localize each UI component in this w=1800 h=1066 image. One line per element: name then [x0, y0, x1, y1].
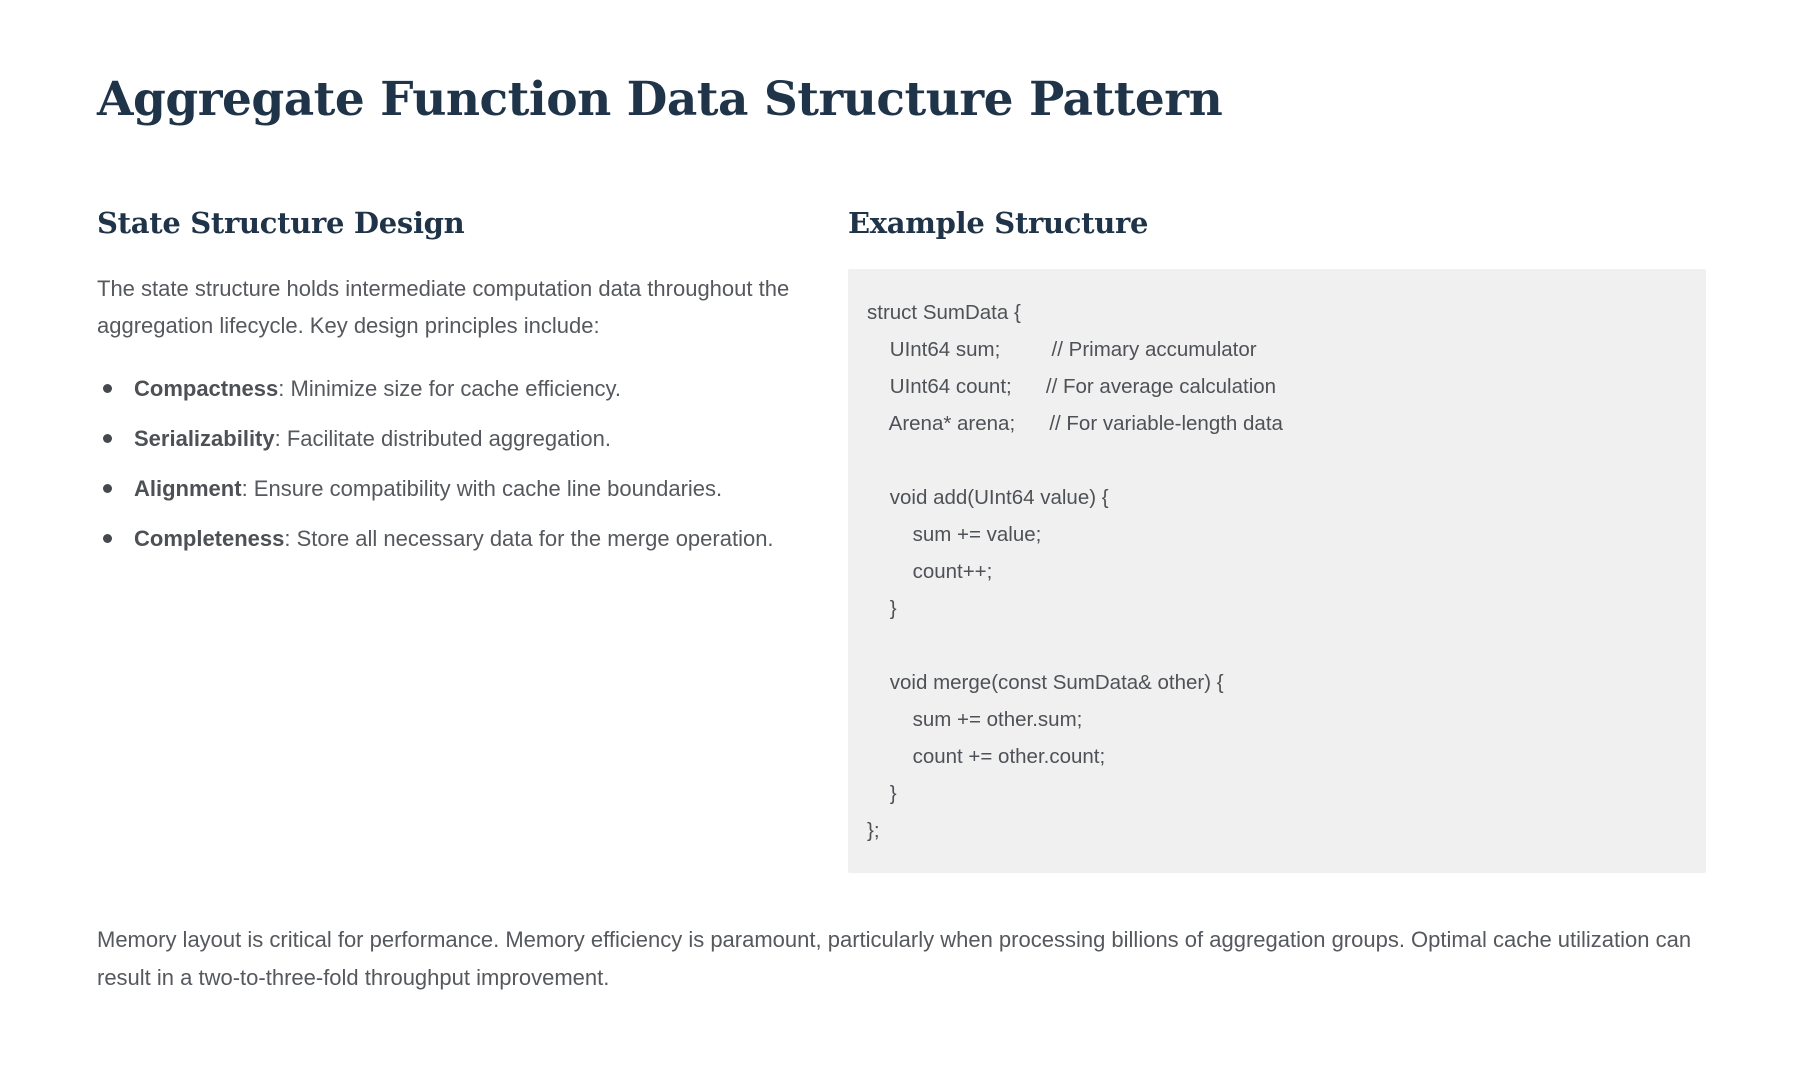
left-column: State Structure Design The state structu… [97, 205, 797, 570]
list-item: Alignment: Ensure compatibility with cac… [97, 470, 797, 507]
code-block: struct SumData { UInt64 sum; // Primary … [848, 269, 1706, 873]
principle-desc: : Ensure compatibility with cache line b… [241, 476, 723, 501]
page-title: Aggregate Function Data Structure Patter… [97, 72, 1223, 127]
left-column-intro: The state structure holds intermediate c… [97, 276, 790, 338]
list-item: Serializability: Facilitate distributed … [97, 420, 797, 457]
principle-term: Completeness [134, 526, 285, 551]
right-column-heading: Example Structure [848, 206, 1149, 240]
principle-term: Serializability [134, 426, 275, 451]
bullet-icon [103, 484, 112, 493]
bullet-icon [103, 384, 112, 393]
footer-paragraph: Memory layout is critical for performanc… [97, 927, 1692, 990]
principle-desc: : Store all necessary data for the merge… [284, 526, 774, 551]
principle-desc: : Facilitate distributed aggregation. [274, 426, 611, 451]
list-item: Compactness: Minimize size for cache eff… [97, 370, 797, 407]
right-column: Example Structure struct SumData { UInt6… [848, 205, 1706, 873]
design-principles-list: Compactness: Minimize size for cache eff… [97, 370, 797, 557]
list-item: Completeness: Store all necessary data f… [97, 520, 797, 557]
principle-term: Compactness [134, 376, 279, 401]
principle-term: Alignment [134, 476, 242, 501]
bullet-icon [103, 434, 112, 443]
principle-desc: : Minimize size for cache efficiency. [278, 376, 622, 401]
code-text: struct SumData { UInt64 sum; // Primary … [867, 301, 1283, 842]
bullet-icon [103, 534, 112, 543]
left-column-heading: State Structure Design [97, 206, 465, 240]
